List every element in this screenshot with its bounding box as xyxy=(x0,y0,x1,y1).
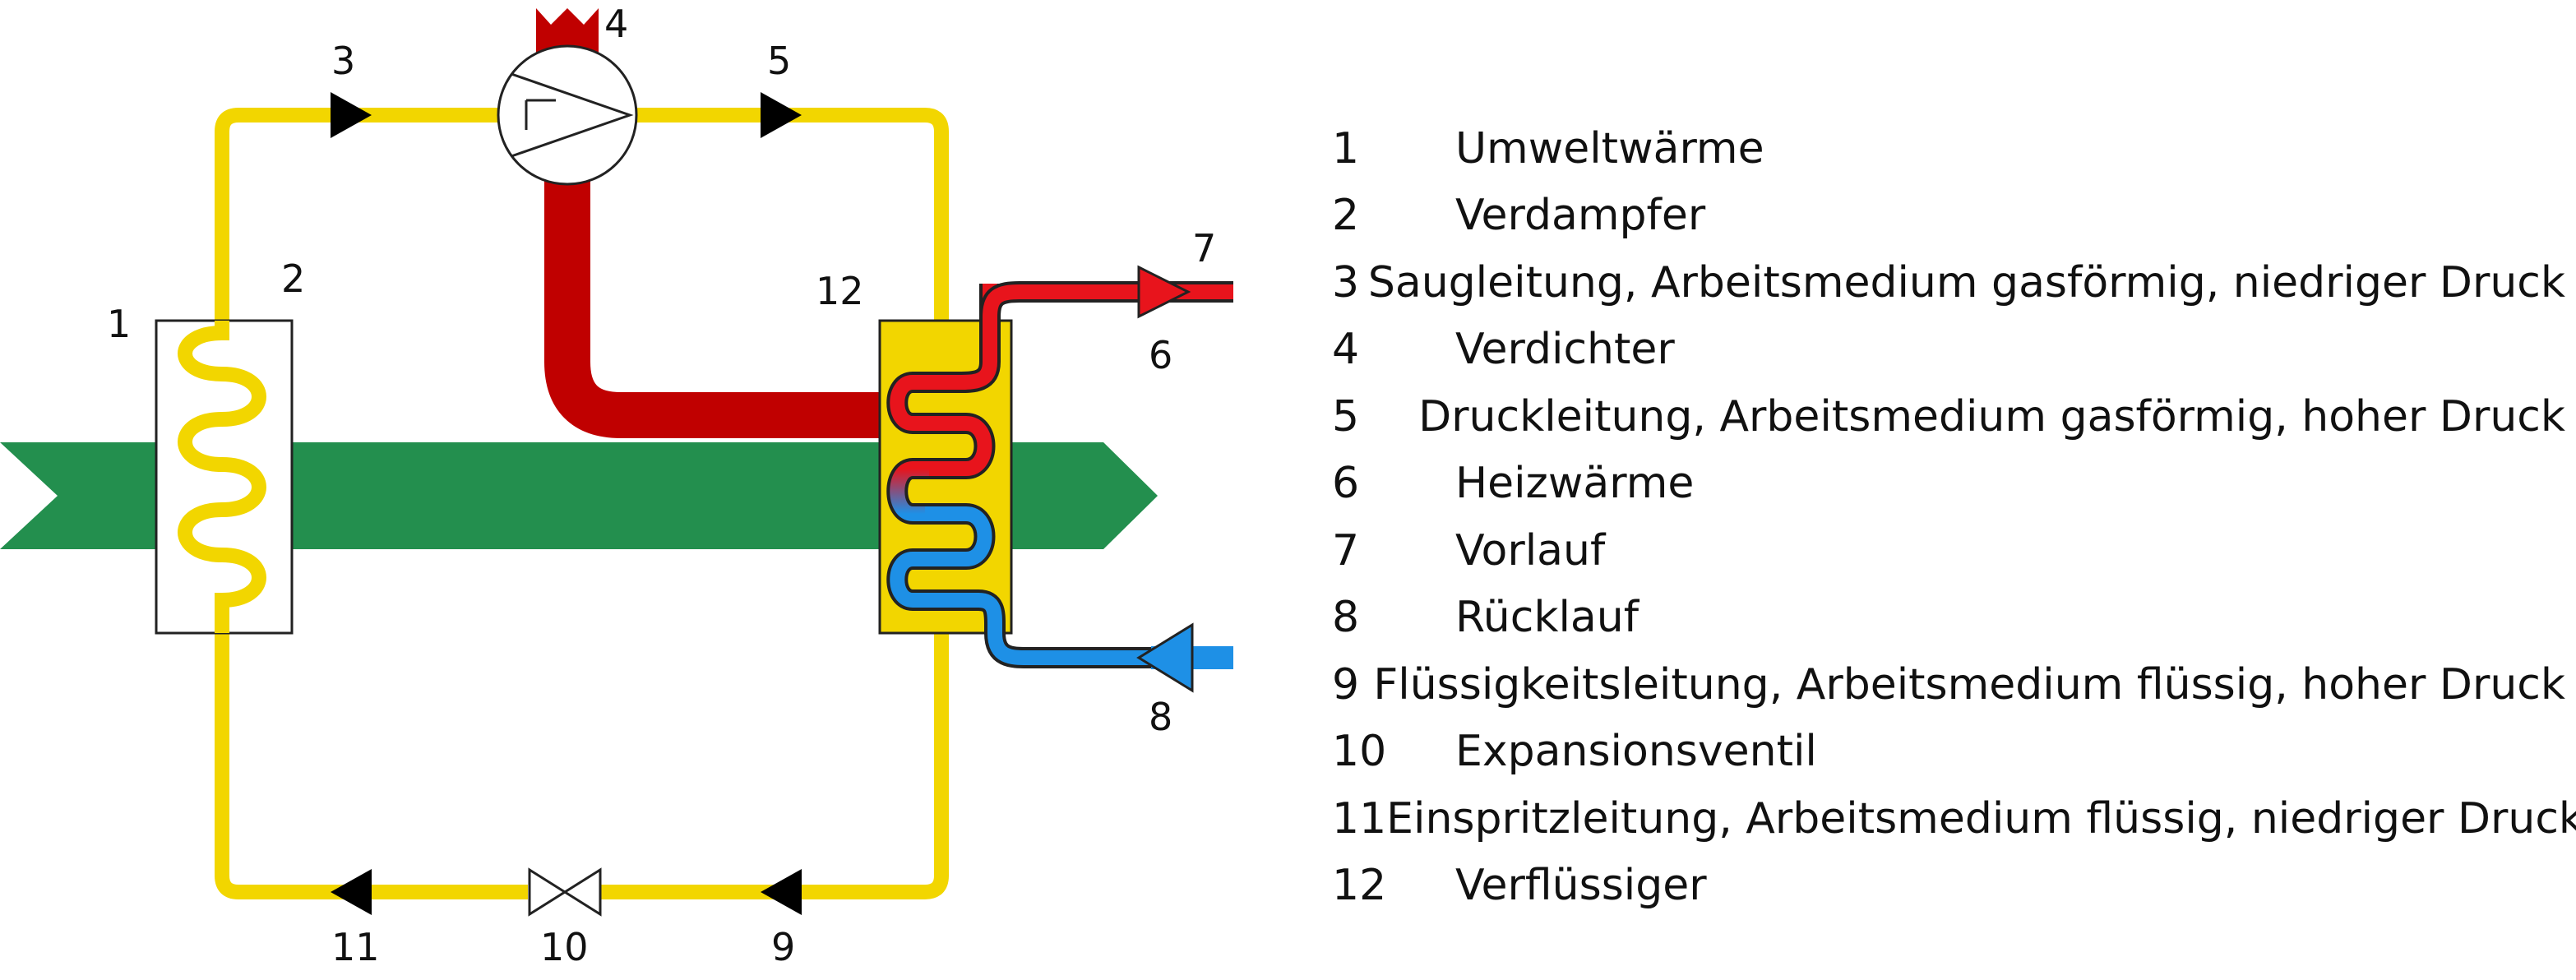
legend-number: 9 xyxy=(1332,659,1360,710)
legend-text: Vorlauf xyxy=(1455,525,1606,576)
liquid-line xyxy=(600,633,949,899)
label-5: 5 xyxy=(767,39,791,83)
injection-flow-arrow xyxy=(331,869,372,915)
legend-number: 12 xyxy=(1332,861,1387,911)
legend-item: 8 Rücklauf xyxy=(1332,585,2565,652)
legend-number: 10 xyxy=(1332,727,1387,777)
legend-item: 9 Flüssigkeitsleitung, Arbeitsmedium flü… xyxy=(1332,651,2565,719)
legend-text: Verdampfer xyxy=(1455,191,1706,241)
legend-item: 3 Saugleitung, Arbeitsmedium gasförmig, … xyxy=(1332,249,2565,317)
liquid-flow-arrow xyxy=(761,869,802,915)
legend-number: 3 xyxy=(1332,257,1360,307)
condenser-coil-mixed xyxy=(890,461,929,521)
compressor-circle xyxy=(497,44,638,186)
return-arrow xyxy=(1136,622,1194,693)
supply-arrow xyxy=(1137,265,1191,319)
legend-number: 5 xyxy=(1332,391,1360,441)
legend-number: 1 xyxy=(1332,123,1360,173)
legend: 1 Umweltwärme 2 Verdampfer 3 Saugleitung… xyxy=(1332,115,2576,920)
label-7: 7 xyxy=(1192,226,1216,270)
injection-line xyxy=(215,633,528,899)
legend-text: Einspritzleitung, Arbeitsmedium flüssig,… xyxy=(1386,793,2576,844)
pressure-flow-arrow xyxy=(761,92,802,138)
supply-line xyxy=(983,284,1233,321)
legend-number: 4 xyxy=(1332,325,1360,375)
label-4: 4 xyxy=(604,2,628,46)
evaporator-coil xyxy=(178,321,266,633)
legend-number: 6 xyxy=(1332,459,1360,509)
legend-item: 7 Vorlauf xyxy=(1332,517,2565,585)
legend-item: 1 Umweltwärme xyxy=(1332,115,2565,183)
legend-text: Druckleitung, Arbeitsmedium gasförmig, h… xyxy=(1418,391,2565,441)
legend-number: 2 xyxy=(1332,191,1360,241)
legend-item: 4 Verdichter xyxy=(1332,317,2565,384)
suction-flow-arrow xyxy=(331,92,372,138)
label-11: 11 xyxy=(331,925,380,969)
legend-number: 8 xyxy=(1332,593,1360,643)
condenser-coil-hot xyxy=(890,284,997,476)
legend-item: 12 Verflüssiger xyxy=(1332,853,2565,920)
legend-item: 5 Druckleitung, Arbeitsmedium gasförmig,… xyxy=(1332,383,2565,451)
legend-text: Expansionsventil xyxy=(1455,727,1817,777)
label-3: 3 xyxy=(331,39,355,83)
legend-text: Flüssigkeitsleitung, Arbeitsmedium flüss… xyxy=(1373,659,2565,710)
legend-item: 2 Verdampfer xyxy=(1332,183,2565,250)
legend-text: Verflüssiger xyxy=(1455,861,1707,911)
legend-item: 11 Einspritzleitung, Arbeitsmedium flüss… xyxy=(1332,785,2576,853)
label-10: 10 xyxy=(540,925,589,969)
suction-line xyxy=(215,108,500,321)
legend-item: 10 Expansionsventil xyxy=(1332,719,2565,786)
label-1: 1 xyxy=(107,302,131,346)
legend-item: 6 Heizwärme xyxy=(1332,451,2565,518)
label-12: 12 xyxy=(816,269,864,313)
legend-text: Heizwärme xyxy=(1455,459,1695,509)
label-2: 2 xyxy=(281,257,305,301)
hot-gas-line xyxy=(544,156,880,438)
label-9: 9 xyxy=(771,925,795,969)
label-6: 6 xyxy=(1149,333,1172,377)
legend-text: Saugleitung, Arbeitsmedium gasförmig, ni… xyxy=(1367,257,2565,307)
legend-number: 11 xyxy=(1332,793,1387,844)
evaporator-box xyxy=(155,319,294,635)
legend-text: Verdichter xyxy=(1455,325,1675,375)
legend-text: Rücklauf xyxy=(1455,593,1639,643)
legend-number: 7 xyxy=(1332,525,1360,576)
legend-text: Umweltwärme xyxy=(1455,123,1764,173)
condenser-coil-cold xyxy=(890,506,1151,665)
label-8: 8 xyxy=(1149,695,1172,739)
heat-pump-diagram: 1 2 3 4 5 6 7 8 9 10 11 12 xyxy=(0,2,1233,969)
compressor-symbol xyxy=(511,72,634,158)
expansion-valve xyxy=(528,867,602,917)
pressure-line xyxy=(625,108,949,321)
